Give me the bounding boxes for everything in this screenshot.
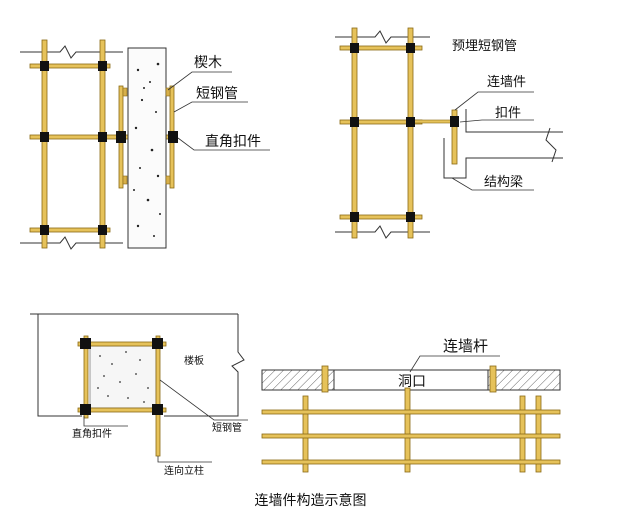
ledger bbox=[339, 45, 423, 51]
ledger bbox=[339, 214, 423, 220]
clamp bbox=[98, 132, 107, 142]
wedge bbox=[165, 175, 171, 185]
break-line-beam bbox=[545, 127, 557, 163]
label-floor-slab: 楼板 bbox=[184, 354, 204, 367]
leader-line bbox=[451, 177, 534, 191]
label-short-pipe: 短钢管 bbox=[196, 86, 238, 102]
diagram-top-right: 预埋短钢管 连墙件 扣件 结构梁 bbox=[335, 27, 563, 239]
scaffold-pole bbox=[99, 39, 106, 249]
scaffold-pole bbox=[407, 27, 414, 239]
concrete-column bbox=[127, 47, 167, 249]
tie-rod-end bbox=[321, 365, 329, 393]
clamp bbox=[40, 132, 49, 142]
label-clamp: 扣件 bbox=[495, 106, 521, 121]
scaffold-pole bbox=[41, 39, 48, 249]
leader-line bbox=[157, 456, 212, 463]
figure-caption: 连墙件构造示意图 bbox=[254, 493, 367, 509]
ledger bbox=[261, 459, 561, 465]
leader-line bbox=[167, 71, 232, 91]
clamp bbox=[406, 212, 415, 222]
concrete-aggregate bbox=[97, 351, 149, 403]
label-wedge: 楔木 bbox=[194, 55, 222, 71]
clamp bbox=[98, 225, 107, 235]
diagram-bottom-right: 连墙杆 洞口 bbox=[261, 337, 561, 473]
label-short-pipe: 短钢管 bbox=[212, 421, 242, 434]
clamp bbox=[116, 131, 126, 143]
tie-rod-end bbox=[489, 365, 497, 393]
clamp bbox=[350, 117, 359, 127]
short-steel-pipe bbox=[83, 335, 89, 419]
label-embedded-pipe: 预埋短钢管 bbox=[452, 39, 517, 54]
clamp bbox=[98, 61, 107, 71]
short-steel-pipe bbox=[77, 407, 167, 413]
pipe-to-standard bbox=[155, 335, 161, 457]
scaffold-pole bbox=[404, 387, 411, 473]
break-line-top bbox=[335, 30, 430, 44]
label-tie-rod: 连墙杆 bbox=[443, 337, 488, 355]
wedge bbox=[122, 175, 128, 185]
diagram-top-left: 楔木 短钢管 直角扣件 bbox=[20, 39, 270, 250]
wedge bbox=[122, 87, 128, 97]
leader-line bbox=[173, 101, 248, 113]
clamp bbox=[350, 43, 359, 53]
leader-line bbox=[459, 119, 534, 123]
beam-edge bbox=[443, 138, 563, 179]
label-wall-tie: 连墙件 bbox=[487, 74, 526, 90]
ledger bbox=[261, 433, 561, 439]
clamp bbox=[80, 404, 91, 415]
leader-line bbox=[177, 137, 270, 151]
label-right-angle-clamp: 直角扣件 bbox=[72, 427, 112, 440]
ledger bbox=[261, 409, 561, 415]
leader-line bbox=[83, 416, 128, 427]
leader-line bbox=[454, 91, 534, 111]
label-to-standard: 连向立柱 bbox=[164, 464, 204, 477]
scaffold-pole bbox=[351, 27, 358, 239]
clamp bbox=[40, 61, 49, 71]
wall-segment bbox=[487, 369, 561, 391]
clamp bbox=[80, 338, 91, 349]
break-line-bottom bbox=[20, 236, 123, 250]
leader-line bbox=[409, 355, 500, 373]
clamp bbox=[168, 131, 178, 143]
label-opening: 洞口 bbox=[398, 374, 426, 390]
concrete-aggregate bbox=[133, 62, 161, 237]
wedge bbox=[165, 87, 171, 97]
beam-edge bbox=[465, 109, 563, 133]
clamp bbox=[40, 225, 49, 235]
clamp bbox=[450, 116, 459, 127]
wall-tie bbox=[412, 119, 456, 124]
wall-segment bbox=[261, 369, 335, 391]
short-steel-pipe bbox=[77, 341, 167, 347]
clamp bbox=[350, 212, 359, 222]
clamp bbox=[406, 43, 415, 53]
break-line-top bbox=[20, 45, 123, 59]
break-line-bottom bbox=[335, 225, 430, 239]
concrete-core bbox=[89, 345, 157, 409]
clamp bbox=[152, 404, 163, 415]
embedded-short-pipe bbox=[451, 109, 458, 165]
clamp bbox=[406, 117, 415, 127]
slab-edge bbox=[164, 314, 245, 417]
diagram-bottom-left: 楼板 直角扣件 短钢管 连向立柱 bbox=[30, 313, 248, 477]
leader-line bbox=[159, 379, 248, 421]
ledger bbox=[29, 63, 111, 69]
ledger bbox=[29, 227, 111, 233]
label-right-angle-clamp: 直角扣件 bbox=[205, 133, 261, 150]
label-structural-beam: 结构梁 bbox=[484, 175, 523, 190]
slab-edge bbox=[37, 314, 82, 417]
clamp bbox=[152, 338, 163, 349]
